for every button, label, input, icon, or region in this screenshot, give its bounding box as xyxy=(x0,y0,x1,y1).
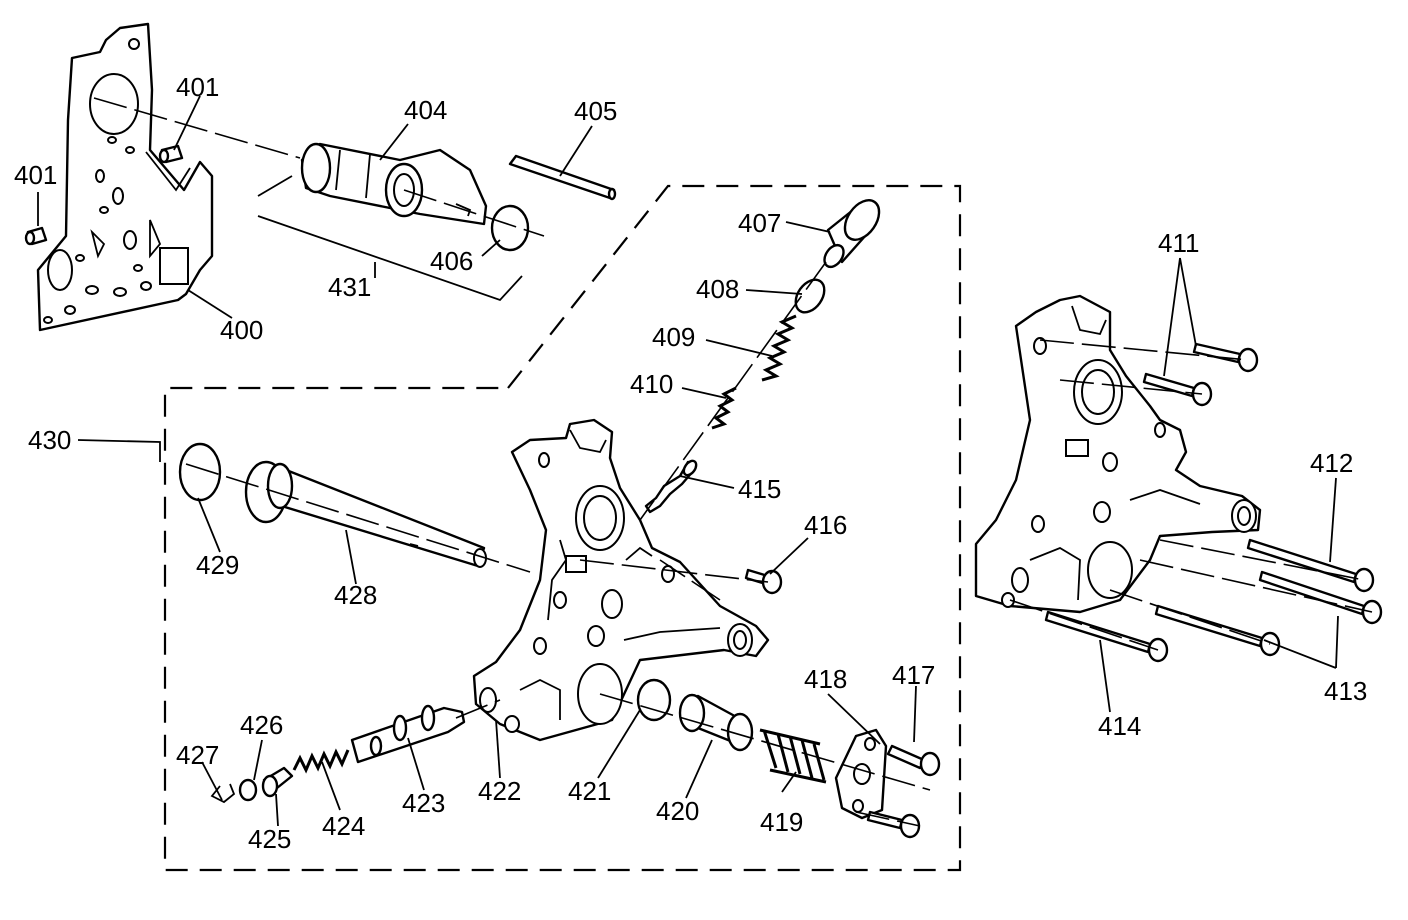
callout-428: 428 xyxy=(334,580,377,610)
plug-425 xyxy=(261,766,294,798)
callout-425: 425 xyxy=(248,824,291,854)
piston-420 xyxy=(678,693,754,752)
callout-424: 424 xyxy=(322,811,365,841)
bolt-413-lower xyxy=(1154,604,1281,657)
pin-405 xyxy=(508,154,617,201)
o-ring-421 xyxy=(636,678,672,722)
callout-411: 411 xyxy=(1158,228,1199,258)
callout-400: 400 xyxy=(220,315,263,345)
bolt-414 xyxy=(1044,610,1169,663)
valve-body-main xyxy=(472,418,770,742)
callout-422: 422 xyxy=(478,776,521,806)
callout-430: 430 xyxy=(28,425,71,455)
callout-427: 427 xyxy=(176,740,219,770)
callout-423: 423 xyxy=(402,788,445,818)
callout-415: 415 xyxy=(738,474,781,504)
spring-419 xyxy=(759,728,827,784)
spacer-plate-400 xyxy=(36,22,214,332)
valve-423 xyxy=(350,704,466,764)
callout-labels: 401 401 400 404 405 406 431 407 408 409 … xyxy=(14,72,1367,854)
bolt-417-upper xyxy=(886,744,941,777)
pin-401-left xyxy=(24,226,48,246)
callout-419: 419 xyxy=(760,807,803,837)
valve-415 xyxy=(644,459,698,514)
callout-431: 431 xyxy=(328,272,371,302)
callout-407: 407 xyxy=(738,208,781,238)
callout-410: 410 xyxy=(630,369,673,399)
assembly-lines xyxy=(93,97,1373,827)
leader-lines xyxy=(37,95,1339,827)
callout-401-left: 401 xyxy=(14,160,57,190)
callout-409: 409 xyxy=(652,322,695,352)
clip-427 xyxy=(210,783,236,804)
retainer-426 xyxy=(238,778,258,802)
callout-412: 412 xyxy=(1310,448,1353,478)
pin-401-upper xyxy=(158,144,184,164)
callout-426: 426 xyxy=(240,710,283,740)
callout-404: 404 xyxy=(404,95,447,125)
gasket-429 xyxy=(178,442,222,502)
o-ring-406 xyxy=(490,204,530,252)
valve-body-assembled xyxy=(974,294,1262,614)
spring-409 xyxy=(761,314,797,382)
callout-401-upper: 401 xyxy=(176,72,219,102)
subassembly-boundary xyxy=(163,184,962,872)
callout-421: 421 xyxy=(568,776,611,806)
callout-418: 418 xyxy=(804,664,847,694)
callout-429: 429 xyxy=(196,550,239,580)
callout-414: 414 xyxy=(1098,711,1141,741)
retainer-408 xyxy=(794,278,826,314)
callout-405: 405 xyxy=(574,96,617,126)
shaft-428 xyxy=(244,460,487,568)
valve-407 xyxy=(823,199,881,269)
callout-408: 408 xyxy=(696,274,739,304)
shaft-assembly-404 xyxy=(300,142,488,226)
callout-406: 406 xyxy=(430,246,473,276)
spring-410 xyxy=(711,386,737,430)
spring-424 xyxy=(292,748,350,774)
bolt-412 xyxy=(1246,538,1375,593)
callout-420: 420 xyxy=(656,796,699,826)
callout-413: 413 xyxy=(1324,676,1367,706)
callout-417: 417 xyxy=(892,660,935,690)
callout-416: 416 xyxy=(804,510,847,540)
